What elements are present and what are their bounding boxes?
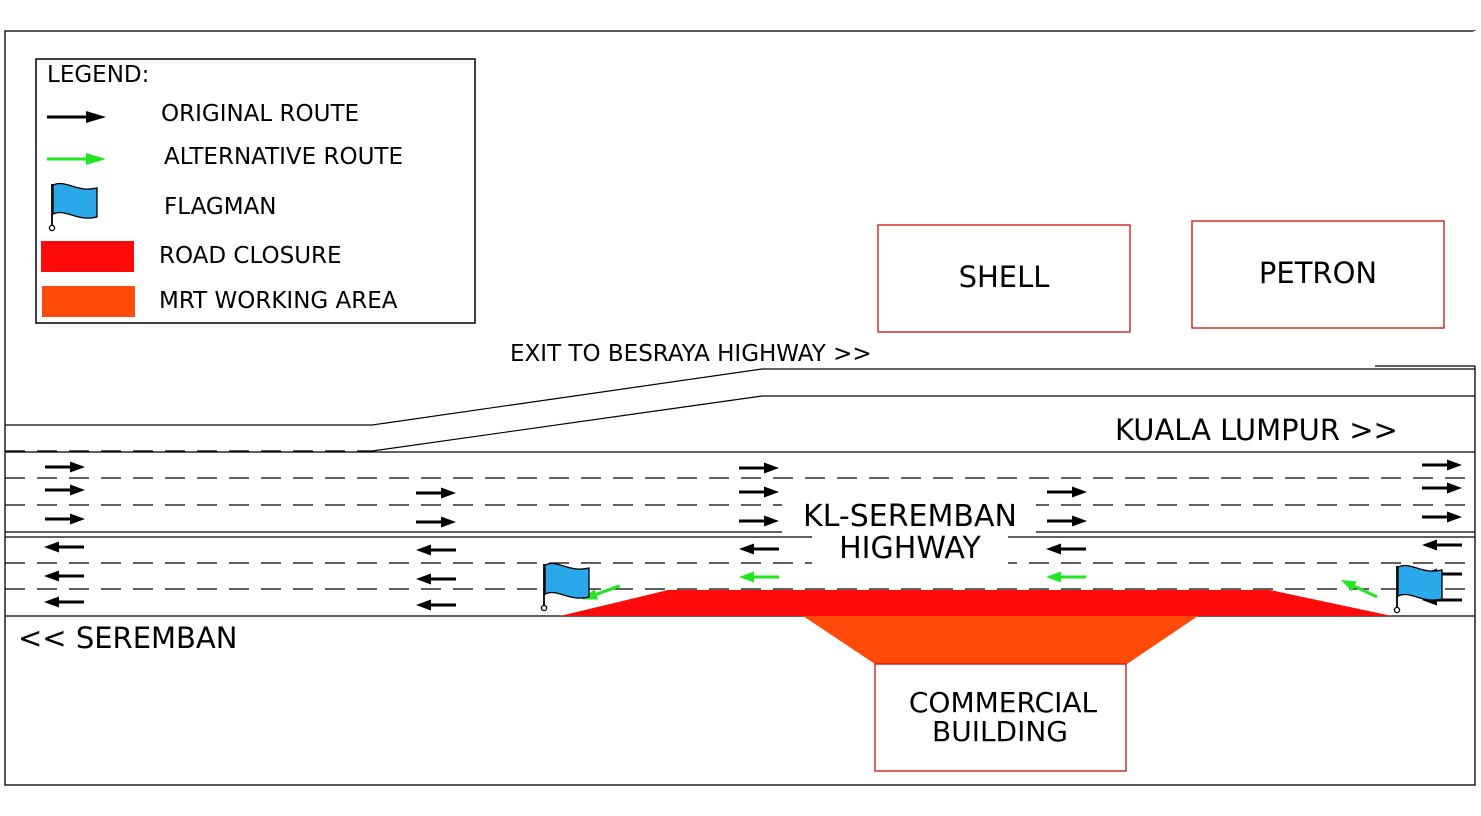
arrow-right	[43, 460, 87, 474]
eastbound-arrows	[43, 458, 1464, 529]
arrow-right	[737, 461, 781, 475]
legend-label-mrt-working-area: MRT WORKING AREA	[159, 288, 398, 314]
commercial-label-line1: COMMERCIAL	[909, 686, 1098, 719]
legend-box	[35, 58, 476, 324]
highway-label-line1: KL-SEREMBAN	[803, 499, 1017, 534]
arrow-left	[414, 543, 458, 557]
legend-label-original-route: ORIGINAL ROUTE	[161, 101, 359, 127]
arrow-right	[1420, 510, 1464, 524]
black-arrow-icon	[47, 111, 106, 123]
flag-icon	[540, 562, 590, 612]
arrow-left	[1420, 538, 1464, 552]
commercial-building	[874, 663, 1127, 772]
seremban-label: << SEREMBAN	[18, 621, 237, 655]
arrow-left	[737, 542, 781, 556]
highway-label-mask-1	[782, 501, 1036, 534]
arrow-right	[1045, 514, 1089, 528]
arrow-right	[43, 483, 87, 497]
arrow-right	[737, 514, 781, 528]
shell-label: SHELL	[959, 260, 1050, 294]
green-arrow-left	[1044, 570, 1088, 584]
shell-station	[877, 224, 1131, 333]
mrt-working-area	[803, 616, 1198, 664]
flag-icon	[1393, 564, 1443, 614]
legend-label-road-closure: ROAD CLOSURE	[159, 243, 342, 269]
arrow-left	[414, 572, 458, 586]
diagram-frame	[4, 30, 1476, 786]
road-closure	[560, 590, 1392, 616]
lane-dividers	[5, 450, 1475, 590]
arrow-right	[1045, 485, 1089, 499]
highway-label-mask-2	[812, 535, 1008, 567]
green-arrow-left	[737, 570, 781, 584]
arrow-left	[42, 540, 86, 554]
arrow-right	[414, 515, 458, 529]
commercial-label-line2: BUILDING	[932, 715, 1068, 748]
legend-label-alternative-route: ALTERNATIVE ROUTE	[164, 144, 403, 170]
kuala-lumpur-label: KUALA LUMPUR >>	[1115, 413, 1398, 447]
arrow-right	[43, 512, 87, 526]
green-arrow-icon	[47, 153, 106, 165]
arrow-right	[1420, 481, 1464, 495]
arrow-right	[414, 486, 458, 500]
red-rectangle	[41, 241, 134, 272]
arrow-left	[1044, 542, 1088, 556]
green-arrow-diagonal	[1340, 579, 1378, 599]
arrow-left	[42, 595, 86, 609]
arrow-left	[42, 569, 86, 583]
arrow-right	[1420, 458, 1464, 472]
orange-rectangle	[42, 286, 135, 317]
exit-label: EXIT TO BESRAYA HIGHWAY >>	[510, 341, 872, 367]
highway-label-line2: HIGHWAY	[839, 531, 981, 566]
arrow-right	[737, 485, 781, 499]
petron-label: PETRON	[1259, 256, 1377, 290]
arrow-left	[414, 598, 458, 612]
legend: LEGEND: ORIGINAL ROUTE ALTERNATIVE ROUTE…	[35, 58, 476, 324]
legend-label-flagman: FLAGMAN	[164, 194, 277, 220]
legend-title: LEGEND:	[47, 62, 149, 88]
petron-station	[1191, 220, 1445, 329]
